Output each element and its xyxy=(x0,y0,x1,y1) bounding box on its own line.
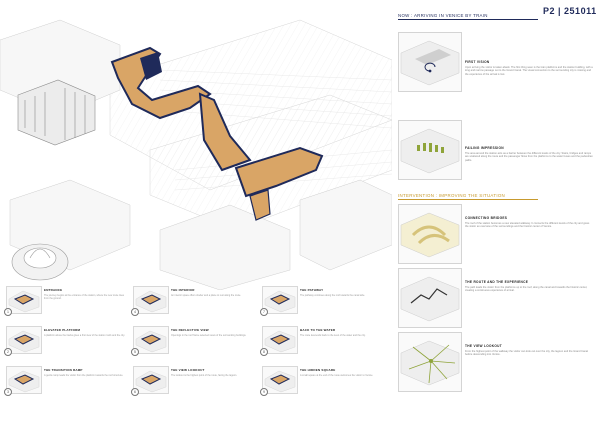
lookout-body: From the highest point of the walkway th… xyxy=(465,350,588,357)
axonometric-drawing xyxy=(0,19,392,290)
route-title: THE ROUTE AND THE EXPERIENCE xyxy=(465,280,529,284)
church-dome xyxy=(11,243,69,281)
step-2-title: ELEVATED PLATFORM xyxy=(44,328,81,332)
step-8-number: 8 xyxy=(260,348,268,356)
step-6-title: THE VIEW LOOKOUT xyxy=(171,368,205,372)
step-4-number: 4 xyxy=(131,308,139,316)
step-1-body: The journey begins at the entrance of th… xyxy=(44,293,125,300)
bridges-body: The roof of the station becomes a new el… xyxy=(465,222,590,229)
failing-impression-title: FAILING IMPRESSION xyxy=(465,146,504,150)
first-vision-body: Upon arriving the visitor is taken aback… xyxy=(465,66,593,76)
step-9-title: THE HIDDEN SQUARE xyxy=(300,368,336,372)
first-vision-title: FIRST VISION xyxy=(465,60,490,64)
step-5-body: Openings in the roof frame selected view… xyxy=(171,333,247,337)
step-2-number: 2 xyxy=(4,348,12,356)
now-panel-failing-impression xyxy=(398,120,462,180)
lookout-title: THE VIEW LOOKOUT xyxy=(465,344,503,348)
historic-building xyxy=(17,79,96,146)
step-8-image xyxy=(262,326,298,354)
intervention-panel-lookout xyxy=(398,332,462,392)
step-4-image xyxy=(133,286,169,314)
step-6-number: 6 xyxy=(131,388,139,396)
now-panel-first-vision xyxy=(398,32,462,92)
step-6-body: The lookout is the highest point of the … xyxy=(171,373,238,377)
step-9-image xyxy=(262,366,298,394)
step-1-title: ENTRANCE xyxy=(44,288,63,292)
step-7-body: The pathway continues along the roof tow… xyxy=(300,293,365,297)
step-5-title: THE REFLECTIVE VIEW xyxy=(171,328,209,332)
failing-impression-diagram xyxy=(400,128,460,174)
step-4-body: An interior space offers shelter and a p… xyxy=(171,293,241,297)
step-8-body: The route descends back to the level of … xyxy=(300,333,366,337)
step-4-title: THE INTERIOR xyxy=(171,288,195,292)
step-6-image xyxy=(133,366,169,394)
first-vision-diagram xyxy=(400,40,460,86)
now-section-rule xyxy=(398,19,538,20)
intervention-section-title: INTERVENTION : IMPROVING THE SITUATION xyxy=(398,193,506,198)
bridges-diagram xyxy=(400,212,460,258)
sheet-label: P2 xyxy=(543,6,556,16)
step-3-image xyxy=(6,366,42,394)
intervention-panel-route-text: THE ROUTE AND THE EXPERIENCE The path le… xyxy=(465,280,593,293)
step-7-title: THE PATHWAY xyxy=(300,288,324,292)
intervention-panel-bridges-text: CONNECTING BRIDGES The roof of the stati… xyxy=(465,216,593,229)
step-3-body: A gentle ramp leads the visitor from the… xyxy=(44,373,124,377)
now-section-title: NOW : ARRIVING IN VENICE BY TRAIN xyxy=(398,13,488,18)
intervention-section-rule xyxy=(398,199,538,200)
now-panel-failing-impression-text: FAILING IMPRESSION The area around the s… xyxy=(465,146,593,162)
failing-impression-body: The area around the station acts as a ba… xyxy=(465,152,593,162)
intervention-panel-route xyxy=(398,268,462,328)
sheet-divider: | xyxy=(555,6,565,16)
step-7-number: 7 xyxy=(260,308,268,316)
step-5-number: 5 xyxy=(131,348,139,356)
sheet-code: 251011 xyxy=(564,6,597,16)
proposed-route xyxy=(110,46,324,221)
step-2-body: A platform above the tracks gives a firs… xyxy=(44,333,125,337)
intervention-panel-lookout-text: THE VIEW LOOKOUT From the highest point … xyxy=(465,344,593,357)
step-8-title: BACK TO THE WATER xyxy=(300,328,336,332)
step-5-image xyxy=(133,326,169,354)
step-3-number: 3 xyxy=(4,388,12,396)
now-panel-first-vision-text: FIRST VISION Upon arriving the visitor i… xyxy=(465,60,593,76)
step-2-image xyxy=(6,326,42,354)
sheet-id: P2 | 251011 xyxy=(543,6,597,16)
step-1-number: 1 xyxy=(4,308,12,316)
step-9-number: 9 xyxy=(260,388,268,396)
bridges-title: CONNECTING BRIDGES xyxy=(465,216,508,220)
step-3-title: THE TRANSITION RAMP xyxy=(44,368,83,372)
lookout-diagram xyxy=(400,340,460,386)
route-body: The path leads the visitor from the plat… xyxy=(465,286,588,293)
step-7-image xyxy=(262,286,298,314)
intervention-panel-bridges xyxy=(398,204,462,264)
step-9-body: A small square at the end of the route w… xyxy=(300,373,374,377)
route-diagram xyxy=(400,276,460,322)
step-1-image xyxy=(6,286,42,314)
